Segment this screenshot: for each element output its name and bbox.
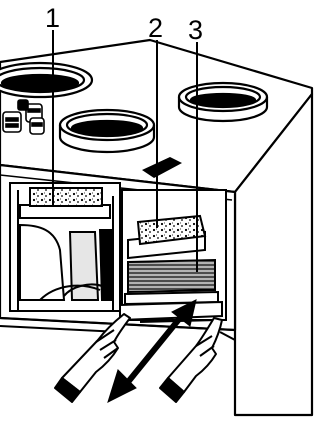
filter-media-icon — [30, 188, 102, 206]
callout-1: 1 — [45, 3, 60, 33]
callout-2: 2 — [148, 13, 163, 43]
left-compartment — [10, 183, 120, 311]
filter-drawer — [120, 302, 222, 320]
duct-collar-icon — [0, 63, 92, 97]
filter-3-pleated — [128, 260, 215, 292]
right-compartment — [120, 190, 226, 322]
callout-3: 3 — [188, 15, 203, 45]
